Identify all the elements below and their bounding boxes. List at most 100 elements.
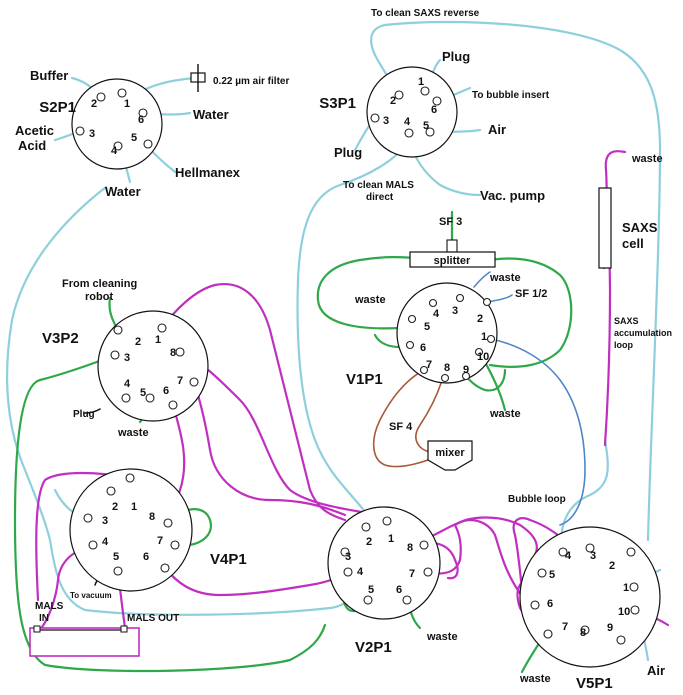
v1p1-port-2-number: 2 — [477, 313, 483, 325]
to-clean-mals-label-1: To clean MALS — [343, 180, 414, 191]
saxs-cell-label-2: cell — [622, 236, 644, 251]
v2p1-port-5 — [363, 595, 373, 605]
s3p1-port-1 — [420, 86, 430, 96]
mixer: mixer — [427, 440, 473, 471]
s2p1-port-5 — [143, 139, 153, 149]
v5p1-port-6 — [530, 600, 540, 610]
v1p1-port-10-number: 10 — [477, 351, 489, 363]
saxs-acc-label-3: loop — [614, 340, 633, 350]
v5p1-port-8-number: 8 — [580, 627, 586, 639]
s2p1-port-6-number: 6 — [138, 114, 144, 126]
valve-v5p1: V5P1 4 3 2 5 1 6 10 7 8 9 — [519, 526, 661, 692]
v1p1-port-6-number: 6 — [420, 342, 426, 354]
v3p2-port-4-number: 4 — [124, 378, 131, 390]
s2p1-port-6 — [138, 108, 148, 118]
v1p1-port-1-number: 1 — [481, 331, 487, 343]
v5p1-port-3 — [585, 543, 595, 553]
s3p1-port-6 — [432, 96, 442, 106]
s3p1-port-3 — [370, 113, 380, 123]
valve-s3p1-label: S3P1 — [319, 95, 356, 112]
valve-v1p1: V1P1 3 2 4 1 5 6 10 7 8 9 — [346, 282, 498, 388]
s3p1-port-4-number: 4 — [404, 116, 411, 128]
v1p1-port-4-number: 4 — [433, 308, 440, 320]
v4p1-port-8 — [163, 518, 173, 528]
water-label-2: Water — [105, 184, 141, 199]
acetic-label: Acetic — [15, 123, 54, 138]
v1p1-port-2 — [482, 297, 492, 307]
valve-v3p2: V3P2 2 1 3 8 4 5 6 7 — [42, 310, 209, 422]
water-label-1: Water — [193, 107, 229, 122]
waste-label-v1-left: waste — [354, 294, 386, 306]
waste-label-v5: waste — [519, 673, 551, 685]
saxs-cell-label-1: SAXS — [622, 220, 658, 235]
saxs-acc-label-1: SAXS — [614, 316, 639, 326]
v2p1-port-7-number: 7 — [409, 568, 415, 580]
v2p1-port-1 — [382, 516, 392, 526]
sf3-label: SF 3 — [439, 216, 462, 228]
s2p1-port-1 — [117, 88, 127, 98]
v3p2-port-4 — [121, 393, 131, 403]
s3p1-port-5-number: 5 — [423, 120, 429, 132]
valve-s2p1: S2P1 2 1 6 3 5 4 — [39, 78, 163, 170]
acid-label: Acid — [18, 138, 46, 153]
saxs-cell: SAXS cell — [598, 187, 658, 269]
sf12-label: SF 1/2 — [515, 288, 547, 300]
s3p1-port-1-number: 1 — [418, 76, 424, 88]
v2p1-port-8-number: 8 — [407, 542, 413, 554]
v3p2-port-5 — [145, 393, 155, 403]
waste-label-v3: waste — [117, 427, 149, 439]
v3p2-port-2 — [113, 325, 123, 335]
valve-v5p1-label: V5P1 — [576, 675, 613, 692]
v3p2-port-5-number: 5 — [140, 387, 146, 399]
v2p1-port-4 — [343, 567, 353, 577]
s2p1-port-3 — [75, 126, 85, 136]
v4p1-port-4 — [88, 540, 98, 550]
v5p1-port-1-number: 1 — [623, 582, 629, 594]
valve-v4p1: V4P1 2 1 3 8 4 7 5 6 — [69, 468, 247, 592]
v1p1-port-7 — [419, 365, 429, 375]
v4p1-port-1-number: 1 — [131, 501, 137, 513]
air-filter: 0.22 µm air filter — [190, 64, 289, 92]
mixer-label: mixer — [435, 447, 465, 459]
from-cleaning-label-1: From cleaning — [62, 278, 137, 290]
valve-v2p1: V2P1 2 1 8 3 4 7 5 6 — [327, 506, 441, 656]
v5p1-port-9-number: 9 — [607, 622, 613, 634]
s2p1-port-2-number: 2 — [91, 98, 97, 110]
valve-v2p1-label: V2P1 — [355, 639, 392, 656]
mals-in-label-1: MALS — [35, 601, 64, 612]
s3p1-port-3-number: 3 — [383, 115, 389, 127]
v5p1-port-5-number: 5 — [549, 569, 555, 581]
v5p1-port-4-number: 4 — [565, 550, 572, 562]
s2p1-port-2 — [96, 92, 106, 102]
waste-label-v1-top: waste — [489, 272, 521, 284]
v4p1-port-8-number: 8 — [149, 511, 155, 523]
v5p1-port-10 — [630, 605, 640, 615]
v5p1-port-7 — [543, 629, 553, 639]
v2p1-port-2 — [361, 522, 371, 532]
s3p1-port-2-number: 2 — [390, 95, 396, 107]
s2p1-port-4 — [113, 141, 123, 151]
bubble-loop-label: Bubble loop — [508, 494, 566, 505]
v2p1-port-7 — [423, 567, 433, 577]
v5p1-port-5 — [537, 568, 547, 578]
mals-in-label-2: IN — [39, 613, 49, 624]
v5p1-port-8 — [580, 625, 590, 635]
valve-s3p1: S3P1 2 1 6 3 5 4 — [319, 66, 458, 158]
v2p1-port-2-number: 2 — [366, 536, 372, 548]
to-clean-mals-label-2: direct — [366, 192, 394, 203]
s3p1-port-4 — [404, 128, 414, 138]
v2p1-port-8 — [419, 540, 429, 550]
v1p1-port-6 — [405, 340, 415, 350]
v4p1-port-3-number: 3 — [102, 515, 108, 527]
v4p1-port-2 — [106, 486, 116, 496]
v4p1-port-2-number: 2 — [112, 501, 118, 513]
v4p1-port-5-number: 5 — [113, 551, 119, 563]
air-label-v5: Air — [647, 663, 665, 678]
v3p2-port-7 — [189, 377, 199, 387]
s2p1-port-3-number: 3 — [89, 128, 95, 140]
v4p1-port-7 — [170, 540, 180, 550]
v2p1-port-1-number: 1 — [388, 533, 394, 545]
v2p1-port-3-number: 3 — [345, 551, 351, 563]
v2p1-port-5-number: 5 — [368, 584, 374, 596]
